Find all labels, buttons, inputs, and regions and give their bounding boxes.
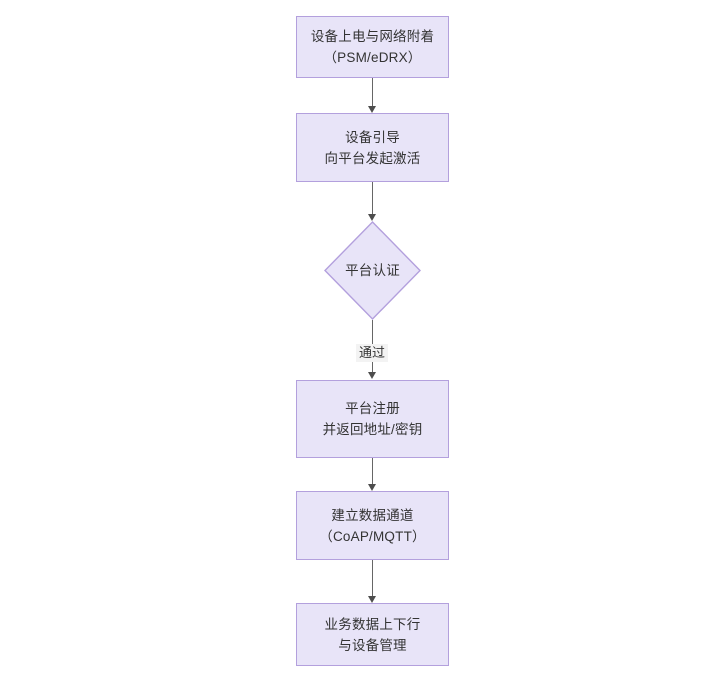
- node-text-line: 向平台发起激活: [324, 150, 421, 166]
- flow-node-device-bootstrap[interactable]: 设备引导 向平台发起激活: [296, 113, 449, 182]
- connector-n5-n6: [372, 560, 373, 596]
- arrowhead-n2-n3: [368, 214, 376, 221]
- flow-node-platform-auth-decision[interactable]: 平台认证: [324, 221, 421, 320]
- node-text-line: 业务数据上下行: [324, 616, 421, 632]
- decision-label-wrap: 平台认证: [345, 260, 400, 281]
- arrowhead-n5-n6: [368, 596, 376, 603]
- connector-n1-n2: [372, 78, 373, 106]
- flow-node-platform-registration[interactable]: 平台注册 并返回地址/密钥: [296, 380, 449, 458]
- diamond-shape-icon: [324, 221, 421, 320]
- flow-node-device-power-on[interactable]: 设备上电与网络附着 （PSM/eDRX）: [296, 16, 449, 78]
- arrowhead-n1-n2: [368, 106, 376, 113]
- node-text-line: 建立数据通道: [331, 507, 414, 523]
- node-text-line: 平台认证: [345, 263, 400, 278]
- node-text-line: 平台注册: [345, 401, 400, 416]
- edge-label-pass: 通过: [355, 344, 389, 362]
- node-text-line: 设备上电与网络附着: [310, 29, 435, 44]
- node-text-line: 设备引导: [345, 129, 400, 145]
- node-text-line: （PSM/eDRX）: [323, 50, 422, 65]
- flow-node-business-data[interactable]: 业务数据上下行 与设备管理: [296, 603, 449, 666]
- arrowhead-n4-n5: [368, 484, 376, 491]
- connector-n2-n3: [372, 182, 373, 214]
- node-text-line: 与设备管理: [338, 637, 407, 653]
- flow-node-data-channel[interactable]: 建立数据通道 （CoAP/MQTT）: [296, 491, 449, 560]
- node-text-line: （CoAP/MQTT）: [319, 528, 426, 544]
- connector-n4-n5: [372, 458, 373, 484]
- node-text-line: 并返回地址/密钥: [322, 422, 423, 437]
- arrowhead-n3-n4: [368, 372, 376, 379]
